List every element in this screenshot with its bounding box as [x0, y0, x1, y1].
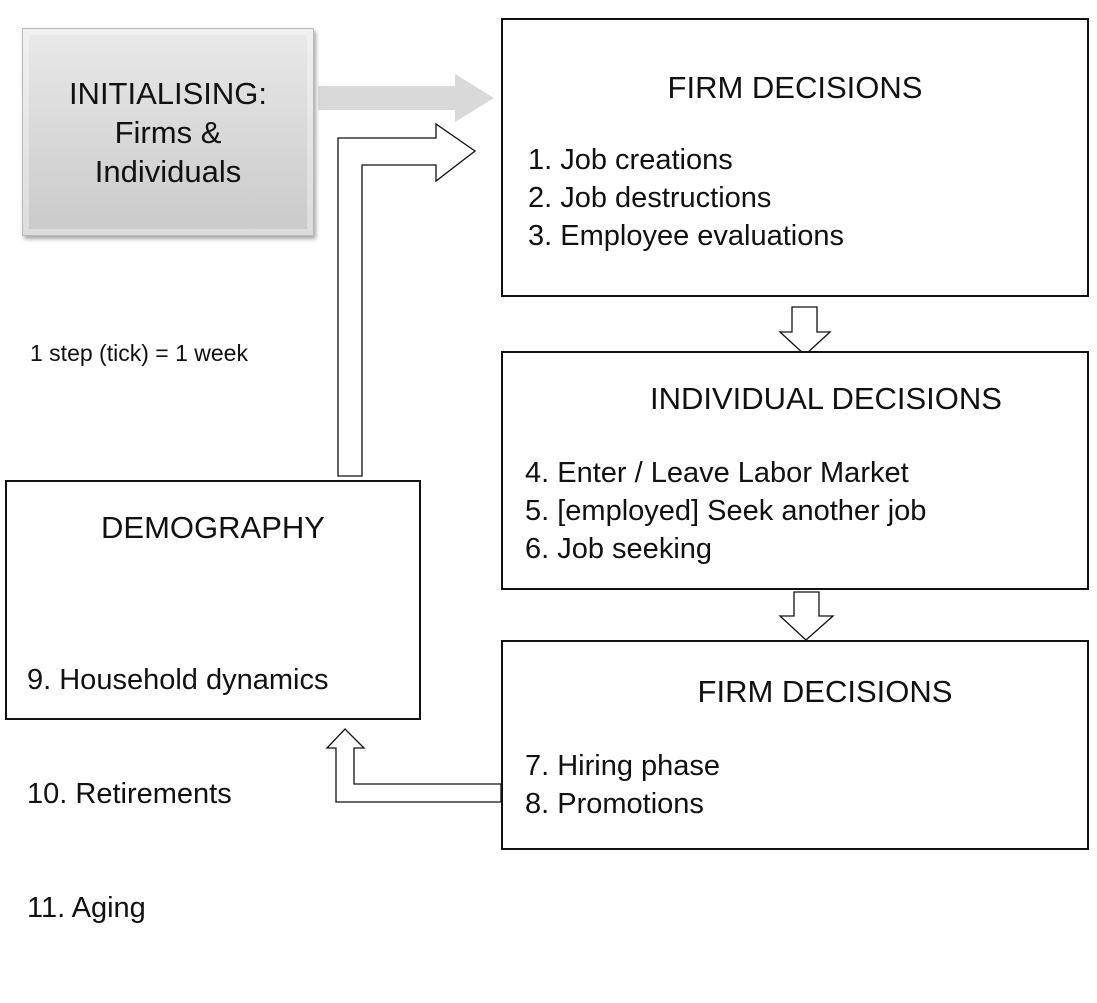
firm-to-demography-arrow [325, 728, 502, 803]
firm-decisions-box-2: FIRM DECISIONS 7. Hiring phase 8. Promot… [501, 640, 1089, 850]
individual-decisions-title: INDIVIDUAL DECISIONS [650, 381, 1002, 416]
flow-arrows [318, 74, 835, 803]
demography-title: DEMOGRAPHY [101, 510, 325, 545]
list-item: 10. Retirements [27, 778, 232, 810]
list-item: 6. Job seeking [525, 533, 713, 565]
list-item: 11. Aging [27, 892, 146, 924]
individual-decisions-box: INDIVIDUAL DECISIONS 4. Enter / Leave La… [501, 351, 1089, 590]
firm-decisions-list-2: 7. Hiring phase 8. Promotions [525, 747, 720, 823]
demography-box: DEMOGRAPHY 9. Household dynamics 10. Ret… [5, 480, 421, 924]
initialising-box: INITIALISING: Firms & Individuals [22, 28, 314, 236]
list-item: 9. Household dynamics [27, 664, 329, 696]
time-step-note: 1 step (tick) = 1 week [30, 340, 248, 366]
init-line-2: Firms & [114, 114, 222, 150]
list-item: 4. Enter / Leave Labor Market [525, 457, 909, 489]
firm-decisions-box-1: FIRM DECISIONS 1. Job creations 2. Job d… [501, 18, 1089, 297]
list-item: 1. Job creations [528, 144, 733, 176]
demography-list: 9. Household dynamics 10. Retirements 11… [27, 585, 328, 1003]
list-item: 2. Job destructions [528, 182, 772, 214]
init-line-3: Individuals [94, 153, 242, 189]
individual-to-firm-arrow [778, 591, 835, 641]
firm-to-individual-arrow [778, 306, 832, 356]
firm-decisions-title-2: FIRM DECISIONS [697, 674, 953, 709]
init-to-firm-arrow [318, 74, 494, 122]
list-item: 7. Hiring phase [525, 750, 721, 782]
firm-decisions-list-1: 1. Job creations 2. Job destructions 3. … [528, 141, 844, 255]
individual-decisions-list: 4. Enter / Leave Labor Market 5. [employ… [525, 454, 926, 568]
list-item: 3. Employee evaluations [528, 220, 844, 252]
demography-to-firm-arrow [337, 122, 477, 477]
firm-decisions-title-1: FIRM DECISIONS [667, 70, 923, 105]
list-item: 8. Promotions [525, 788, 704, 820]
init-line-1: INITIALISING: [68, 75, 268, 111]
list-item: 5. [employed] Seek another job [525, 495, 927, 527]
